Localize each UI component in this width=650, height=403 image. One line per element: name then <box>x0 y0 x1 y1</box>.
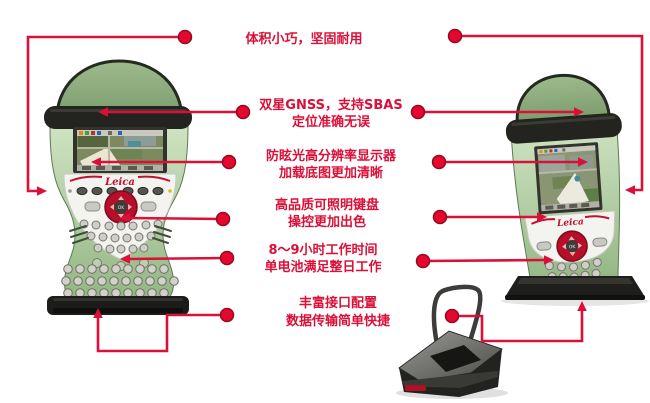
dot-display-left <box>221 154 237 170</box>
arrowhead-ports-left <box>93 308 103 318</box>
annotation-ports-line2: 数据传输简单快捷 <box>285 314 391 329</box>
annotation-gnss-line2: 定位准确无误 <box>291 115 371 130</box>
callout-lines <box>26 34 644 353</box>
left-logo-swoosh-left <box>69 175 103 182</box>
annotation-display: 防眩光高分辨率显示器 加载底图更加清晰 <box>266 148 396 182</box>
callout-dots <box>177 28 463 324</box>
cradle-logo <box>405 385 426 391</box>
annotation-display-line1: 防眩光高分辨率显示器 <box>265 149 397 164</box>
right-screen-map <box>537 145 600 212</box>
arrowhead-display-right <box>578 157 588 167</box>
arrowhead-battery-left <box>120 254 130 264</box>
left-logo-swoosh-right <box>137 175 171 182</box>
right-dpad-ok-button <box>566 240 579 253</box>
arrowhead-display-left <box>91 157 101 167</box>
right-wing-button-left <box>536 241 552 251</box>
right-logo-swoosh-right <box>584 215 610 220</box>
right-device: Leica OK <box>505 74 622 291</box>
left-speaker-grille-right <box>152 225 172 244</box>
callout-size-right-line <box>455 34 644 192</box>
annotation-battery-line2: 单电池满足整日工作 <box>264 260 382 275</box>
arrowhead-battery-right <box>544 255 554 265</box>
left-qwerty-keys <box>61 264 179 298</box>
right-dock-base-lip <box>517 278 633 284</box>
annotation-display-line2: 加载底图更加清晰 <box>278 166 384 181</box>
left-leica-logo: Leica <box>104 177 135 188</box>
arrowhead-keyboard-left <box>120 213 130 223</box>
annotation-size-line1: 体积小巧，坚固耐用 <box>245 32 363 47</box>
dot-size-left <box>177 29 193 45</box>
cradle-front-band <box>402 371 498 388</box>
annotation-battery-line1: 8～9小时工作时间 <box>268 243 378 258</box>
annotation-ports-line1: 丰富接口配置 <box>298 296 378 311</box>
dot-ports-right <box>444 308 460 324</box>
callout-size-left-line <box>26 35 185 193</box>
arrowhead-size-right <box>625 185 635 195</box>
left-dpad-ok-button <box>114 200 128 214</box>
annotation-keyboard-line2: 操控更加出色 <box>287 215 367 230</box>
left-wing-button-left <box>84 201 101 212</box>
right-leica-logo: Leica <box>556 217 585 229</box>
callout-ports-left-line <box>96 313 227 353</box>
dock-cradle <box>396 284 508 399</box>
dot-keyboard-left <box>215 211 231 227</box>
callout-battery-left-line <box>127 256 228 261</box>
right-logo-swoosh-left <box>531 218 556 225</box>
arrowhead-gnss-right <box>574 107 584 117</box>
callout-arrowheads <box>37 107 635 318</box>
dot-size-right <box>447 28 463 44</box>
dot-battery-right <box>415 253 431 269</box>
callout-battery-right-line <box>422 258 547 263</box>
left-speaker-grille-left <box>69 225 89 244</box>
left-dpad-ok-label: OK <box>118 205 126 211</box>
left-screen-map <box>77 130 163 171</box>
annotation-keyboard: 高品质可照明键盘 操控更加出色 <box>275 197 379 231</box>
annotation-gnss: 双星GNSS，支持SBAS 定位准确无误 <box>259 97 402 131</box>
annotation-keyboard-line1: 高品质可照明键盘 <box>274 198 380 213</box>
arrowhead-keyboard-right <box>537 212 547 222</box>
right-wing-button-right <box>592 237 608 247</box>
dot-gnss-left <box>235 104 251 120</box>
arrowhead-ports-right <box>577 301 587 311</box>
dot-gnss-right <box>410 104 426 120</box>
dot-ports-left <box>219 307 235 323</box>
callout-ports-right-line <box>452 309 584 343</box>
cradle-handle <box>431 284 483 347</box>
cradle-recess <box>430 345 481 372</box>
annotation-size: 体积小巧，坚固耐用 <box>245 31 362 48</box>
right-device-antenna-dome <box>515 74 611 130</box>
right-device-band <box>505 113 622 144</box>
left-mic <box>68 189 72 193</box>
annotation-battery: 8～9小时工作时间 单电池满足整日工作 <box>264 242 381 276</box>
dot-display-right <box>431 154 447 170</box>
dot-keyboard-right <box>432 209 448 225</box>
arrowhead-size-left <box>37 186 47 196</box>
left-led <box>168 189 172 193</box>
annotation-ports: 丰富接口配置 数据传输简单快捷 <box>286 295 390 331</box>
left-device: Leica OK <box>44 59 192 315</box>
right-dpad-ok-label: OK <box>569 244 577 251</box>
left-wing-button-right <box>140 201 157 212</box>
dot-battery-left <box>219 250 235 266</box>
arrowhead-gnss-left <box>98 107 108 117</box>
callout-keyboard-left-line <box>127 216 224 221</box>
annotation-gnss-line1: 双星GNSS，支持SBAS <box>259 98 403 113</box>
